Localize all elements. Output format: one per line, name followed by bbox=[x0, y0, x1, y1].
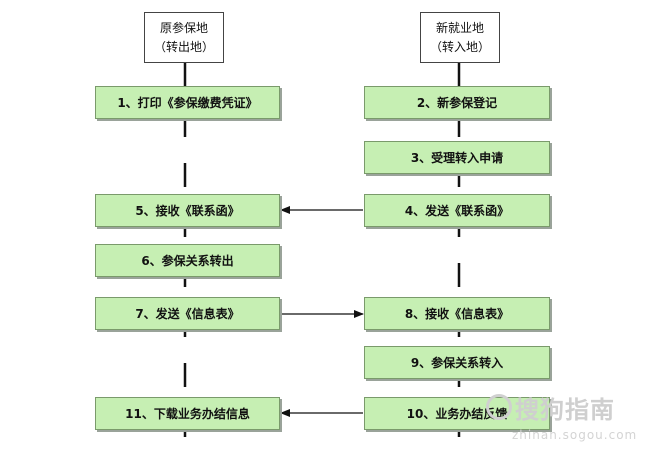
origin-header-subtitle: （转出地） bbox=[153, 39, 214, 54]
destination-header: 新就业地 （转入地） bbox=[420, 12, 500, 63]
watermark-brand: 搜狗指南 bbox=[515, 396, 615, 424]
step-2-new-registration: 2、新参保登记 bbox=[364, 86, 550, 119]
step-9-label: 9、参保关系转入 bbox=[410, 356, 504, 370]
step-4-label: 4、发送《联系函》 bbox=[404, 204, 510, 218]
destination-header-subtitle: （转入地） bbox=[429, 39, 490, 54]
step-3-label: 3、受理转入申请 bbox=[410, 151, 504, 165]
step-11-label: 11、下载业务办结信息 bbox=[125, 407, 250, 421]
step-6-label: 6、参保关系转出 bbox=[141, 254, 234, 268]
step-6-transfer-out: 6、参保关系转出 bbox=[95, 244, 280, 277]
sogou-logo-icon bbox=[486, 394, 512, 420]
origin-header-title: 原参保地 bbox=[159, 20, 208, 35]
origin-header: 原参保地 （转出地） bbox=[144, 12, 224, 63]
step-10-label: 10、业务办结反馈 bbox=[406, 407, 508, 421]
step-3-accept-transfer-request: 3、受理转入申请 bbox=[364, 141, 550, 174]
step-5-receive-contact-letter: 5、接收《联系函》 bbox=[95, 194, 280, 227]
step-11-download-result: 11、下载业务办结信息 bbox=[95, 397, 280, 430]
step-5-label: 5、接收《联系函》 bbox=[135, 204, 240, 218]
step-2-label: 2、新参保登记 bbox=[416, 96, 498, 110]
step-7-send-info-sheet: 7、发送《信息表》 bbox=[95, 297, 280, 330]
step-10-completion-feedback: 10、业务办结反馈 bbox=[364, 397, 550, 430]
step-1-print-certificate: 1、打印《参保缴费凭证》 bbox=[95, 86, 280, 119]
sogou-watermark: 搜狗指南 bbox=[486, 390, 615, 425]
watermark-url: zhinan.sogou.com bbox=[512, 428, 638, 442]
step-9-transfer-in: 9、参保关系转入 bbox=[364, 346, 550, 379]
step-7-label: 7、发送《信息表》 bbox=[135, 307, 240, 321]
step-4-send-contact-letter: 4、发送《联系函》 bbox=[364, 194, 550, 227]
step-8-label: 8、接收《信息表》 bbox=[404, 307, 510, 321]
step-8-receive-info-sheet: 8、接收《信息表》 bbox=[364, 297, 550, 330]
step-1-label: 1、打印《参保缴费凭证》 bbox=[117, 96, 258, 110]
destination-header-title: 新就业地 bbox=[435, 20, 484, 35]
